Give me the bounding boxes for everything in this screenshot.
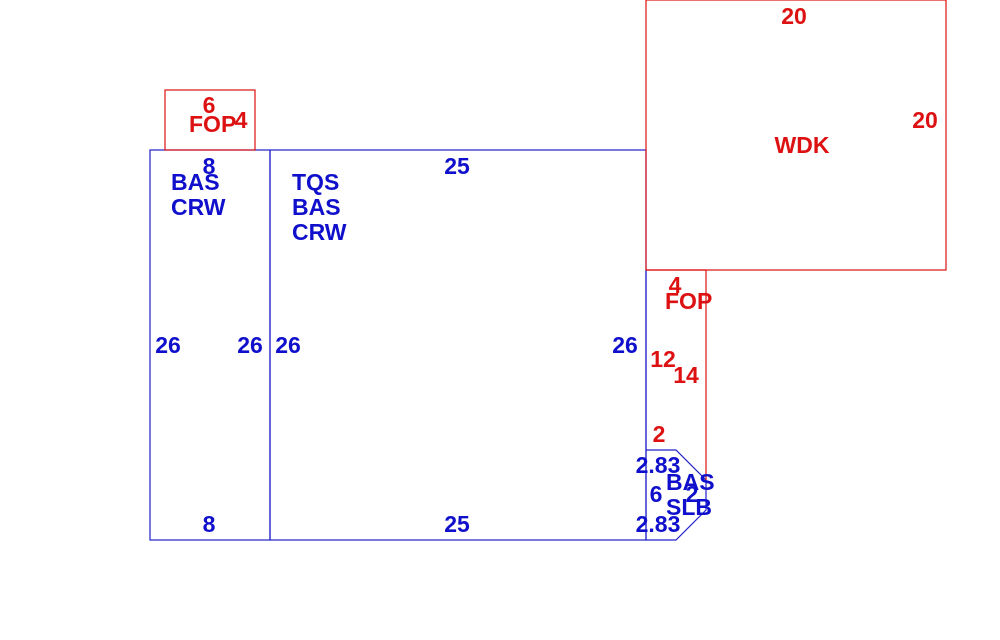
fop-top-dim-right: 4 — [235, 107, 248, 133]
slab-dim-bottom-left: 2.83 — [636, 511, 681, 537]
main-code-3: CRW — [292, 219, 347, 245]
main-dim-top: 25 — [444, 153, 470, 179]
wdk-dim-top: 20 — [781, 3, 807, 29]
main-dim-right: 26 — [612, 332, 638, 358]
left-dim-left: 26 — [155, 332, 181, 358]
fop-right-dim-top: 4 — [669, 272, 682, 298]
fop-right-dim-right: 14 — [673, 362, 699, 388]
fop-right-outline — [646, 269, 707, 480]
main-dim-left: 26 — [275, 332, 301, 358]
fop-top-outline — [164, 89, 256, 151]
left-code-2: CRW — [171, 194, 226, 220]
fop-top-dim-top: 6 — [203, 92, 216, 118]
fop-right-dim-bottom: 2 — [653, 421, 666, 447]
slab-dim-right: 2 — [686, 481, 699, 507]
slab-code-1: BAS — [666, 469, 715, 495]
fop-right-code: FOP — [665, 288, 712, 314]
wdk-outline — [645, 0, 947, 271]
wdk-dim-right: 20 — [912, 107, 938, 133]
main-dim-bottom: 25 — [444, 511, 470, 537]
left-dim-bottom: 8 — [203, 511, 216, 537]
left-code-1: BAS — [171, 169, 220, 195]
left-dim-right: 26 — [237, 332, 263, 358]
fop-top-code: FOP — [189, 111, 236, 137]
main-code-1: TQS — [292, 169, 339, 195]
slab-code-2: SLB — [666, 494, 712, 520]
slab-section-outline — [645, 449, 707, 541]
wdk-code: WDK — [775, 132, 830, 158]
slab-dim-top-left: 2.83 — [636, 452, 681, 478]
main-code-2: BAS — [292, 194, 341, 220]
left-dim-top: 8 — [203, 153, 216, 179]
fop-right-dim-left: 12 — [650, 346, 676, 372]
slab-dim-left: 6 — [650, 481, 663, 507]
